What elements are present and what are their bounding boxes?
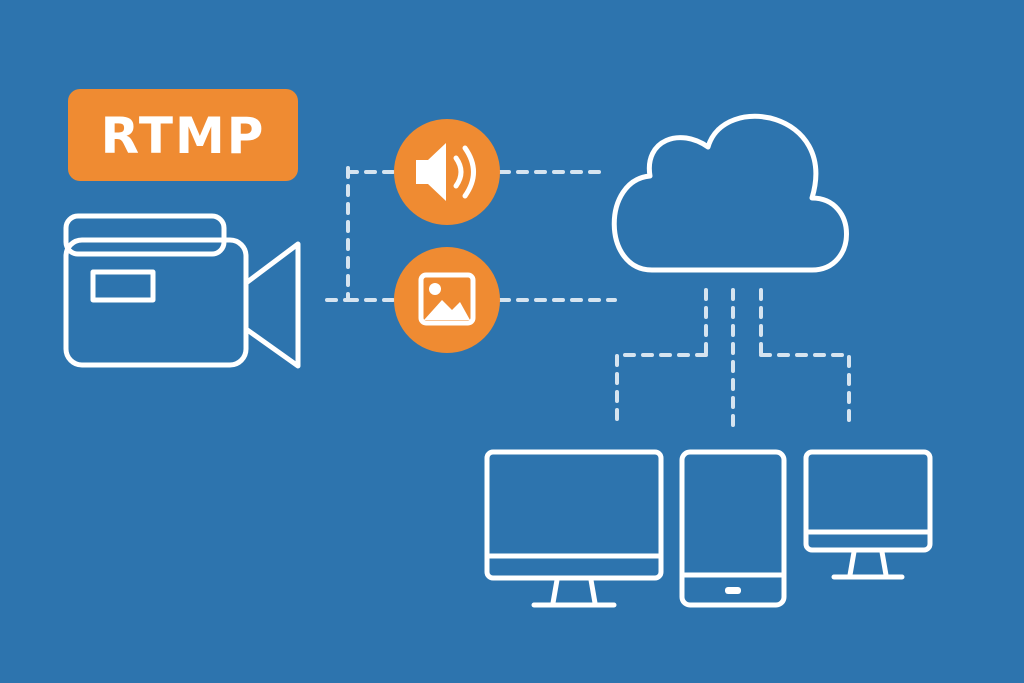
small-monitor-screen — [803, 449, 933, 553]
desktop-stand-left — [550, 577, 560, 606]
picture-sun — [429, 283, 441, 295]
small-monitor-stand-right — [879, 549, 889, 578]
cloud-icon — [611, 113, 849, 273]
sound-wave-outer — [462, 145, 476, 199]
speaker-icon — [394, 119, 500, 225]
video-camera-icon — [63, 213, 301, 369]
upload-connectors — [316, 166, 617, 302]
tablet-body — [679, 449, 787, 608]
distribution-connectors — [615, 288, 851, 430]
picture-frame — [418, 272, 476, 326]
small-monitor-stand-left — [847, 549, 857, 578]
connector-to-small-monitor — [759, 353, 851, 430]
connector-to-desktop — [615, 353, 708, 430]
camera-lens — [243, 241, 301, 369]
desktop-screen — [484, 449, 664, 581]
tablet-home-button — [725, 587, 741, 594]
desktop-stand-right — [588, 577, 598, 606]
image-stream-circle — [394, 247, 500, 353]
desktop-monitor-icon — [484, 449, 664, 608]
rtmp-badge-label: RTMP — [101, 107, 266, 165]
picture-mountains — [424, 300, 470, 320]
sound-wave-inner — [453, 155, 464, 189]
small-monitor-icon — [803, 449, 933, 580]
rtmp-badge: RTMP — [68, 89, 298, 181]
camera-label-window — [90, 269, 156, 303]
tablet-icon — [679, 449, 787, 608]
camera-top-reel — [63, 213, 227, 257]
rtmp-badge-background — [68, 89, 298, 181]
speaker-cone — [416, 143, 446, 201]
image-icon — [394, 247, 500, 353]
audio-stream-circle — [394, 119, 500, 225]
